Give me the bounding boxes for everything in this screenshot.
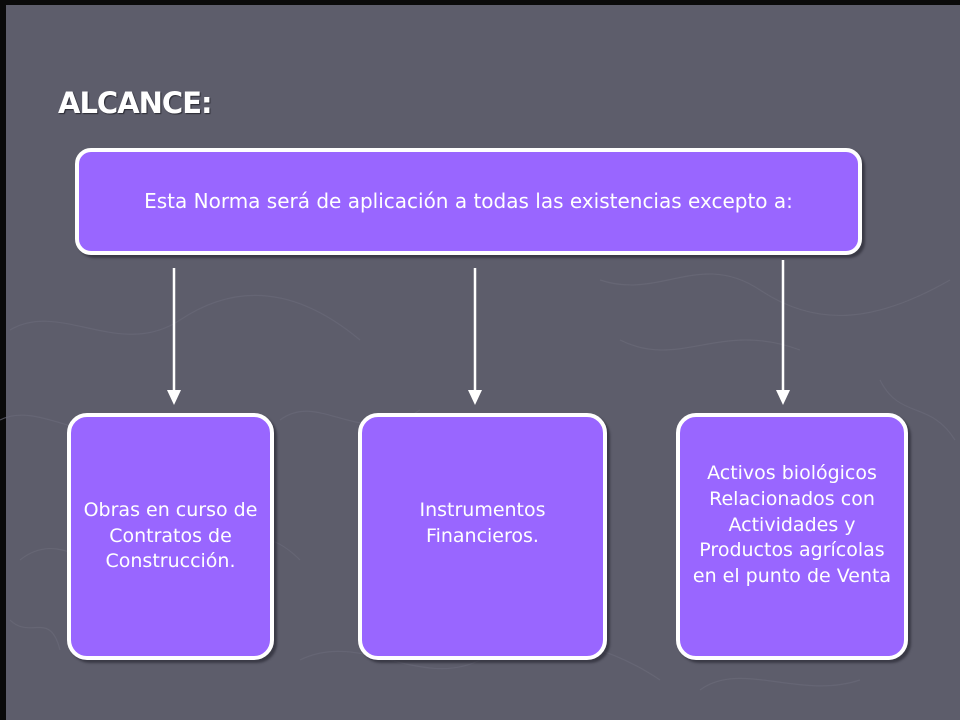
exception-box-biological: Activos biológicos Relacionados con Acti… bbox=[676, 413, 908, 660]
exception-text-financial: Instrumentos Financieros. bbox=[419, 498, 546, 547]
exception-text-biological: Activos biológicos Relacionados con Acti… bbox=[692, 462, 892, 587]
slide-title: ALCANCE: bbox=[58, 86, 213, 120]
exception-box-financial: Instrumentos Financieros. bbox=[358, 413, 607, 660]
slide-left-border bbox=[0, 0, 6, 720]
scope-statement-box: Esta Norma será de aplicación a todas la… bbox=[75, 148, 862, 255]
scope-statement-text: Esta Norma será de aplicación a todas la… bbox=[144, 189, 793, 213]
exception-box-construction: Obras en curso de Contratos de Construcc… bbox=[67, 413, 274, 660]
slide-top-border bbox=[0, 0, 960, 5]
exception-text-construction: Obras en curso de Contratos de Construcc… bbox=[83, 499, 258, 573]
